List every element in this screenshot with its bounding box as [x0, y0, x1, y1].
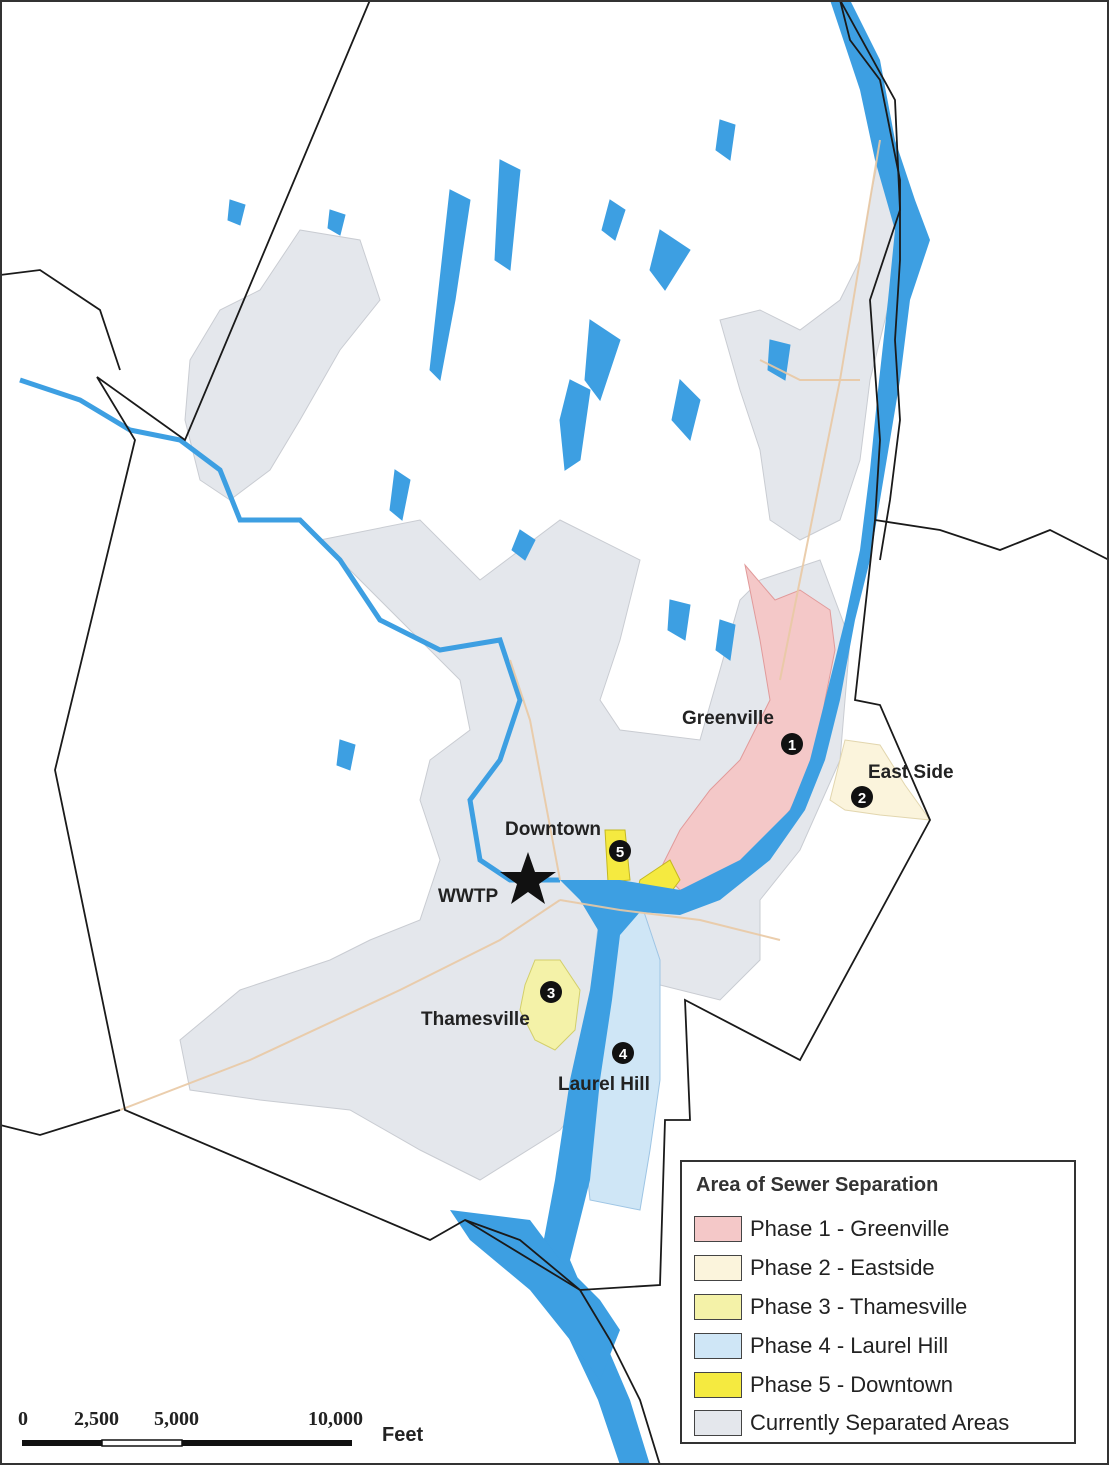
- lake-14: [227, 199, 246, 226]
- lake-3: [584, 319, 621, 402]
- road-4: [779, 139, 881, 681]
- label-thamesville: Thamesville: [421, 1009, 530, 1030]
- boundary-river-south: [464, 1219, 661, 1465]
- lake-9: [511, 529, 536, 561]
- lake-8: [767, 339, 791, 381]
- lake-1: [429, 189, 471, 382]
- phase-markers: 1 2 3 4 5: [540, 733, 873, 1064]
- legend-label-phase1: Phase 1 - Greenville: [750, 1216, 950, 1241]
- lake-12: [715, 619, 736, 661]
- water-bodies: [19, 0, 930, 1465]
- marker-1: 1: [781, 733, 803, 755]
- legend-label-phase2: Phase 2 - Eastside: [750, 1255, 935, 1280]
- legend-swatch-phase2: [694, 1255, 742, 1281]
- scale-unit: Feet: [382, 1424, 424, 1446]
- marker-2: 2: [851, 786, 873, 808]
- boundary-river: [839, 0, 901, 561]
- legend: Area of Sewer Separation Phase 1 - Green…: [680, 1160, 1076, 1444]
- phase3-area: [519, 959, 581, 1051]
- boundary-west: [0, 269, 121, 371]
- legend-item-phase4: Phase 4 - Laurel Hill: [694, 1331, 948, 1361]
- road-5: [759, 359, 860, 381]
- legend-label-phase3: Phase 3 - Thamesville: [750, 1294, 968, 1319]
- legend-title: Area of Sewer Separation: [696, 1174, 939, 1196]
- marker-4: 4: [612, 1042, 634, 1064]
- lake-5: [649, 229, 691, 291]
- label-wwtp: WWTP: [438, 886, 498, 907]
- lake-11: [667, 599, 691, 641]
- boundary-east: [874, 519, 1109, 561]
- svg-text:3: 3: [547, 985, 555, 1002]
- legend-swatch-phase1: [694, 1216, 742, 1242]
- road-1: [119, 899, 561, 1111]
- lake-15: [327, 209, 346, 236]
- label-laurel-hill: Laurel Hill: [558, 1074, 650, 1095]
- lake-2: [559, 379, 591, 471]
- legend-swatch-phase4: [694, 1333, 742, 1359]
- scale-tick-0: 0: [18, 1408, 28, 1430]
- lake-6: [494, 159, 521, 271]
- svg-text:5: 5: [616, 844, 624, 861]
- boundary-southwest: [0, 1109, 121, 1136]
- legend-item-phase3: Phase 3 - Thamesville: [694, 1292, 967, 1322]
- svg-text:1: 1: [788, 737, 796, 754]
- scale-tick-5000: 5,000: [154, 1408, 199, 1430]
- label-east-side: East Side: [868, 762, 954, 783]
- road-2: [559, 899, 781, 941]
- marker-5: 5: [609, 840, 631, 862]
- scale-tick-2500: 2,500: [74, 1408, 119, 1430]
- lake-7: [389, 469, 411, 521]
- legend-swatch-phase5: [694, 1372, 742, 1398]
- svg-text:2: 2: [858, 790, 866, 807]
- marker-3: 3: [540, 981, 562, 1003]
- legend-label-separated: Currently Separated Areas: [750, 1410, 1010, 1435]
- svg-text:4: 4: [619, 1046, 628, 1063]
- west-river: [19, 377, 560, 883]
- legend-swatch-phase3: [694, 1294, 742, 1320]
- legend-item-phase5: Phase 5 - Downtown: [694, 1370, 953, 1400]
- lake-10: [601, 199, 626, 241]
- road-3: [509, 659, 561, 881]
- legend-label-phase5: Phase 5 - Downtown: [750, 1372, 953, 1397]
- legend-item-phase1: Phase 1 - Greenville: [694, 1214, 949, 1244]
- lake-4: [671, 378, 701, 442]
- south-water: [450, 1210, 620, 1380]
- town-boundary: [54, 0, 932, 1291]
- lake-16: [715, 119, 736, 161]
- separated-area-north: [184, 229, 381, 501]
- wwtp-star-icon: [500, 852, 556, 904]
- label-downtown: Downtown: [505, 819, 601, 840]
- legend-item-phase2: Phase 2 - Eastside: [694, 1253, 935, 1283]
- legend-item-separated: Currently Separated Areas: [694, 1408, 1009, 1438]
- roads: [119, 139, 881, 1111]
- legend-label-phase4: Phase 4 - Laurel Hill: [750, 1333, 949, 1358]
- scale-tick-10000: 10,000: [308, 1408, 363, 1430]
- scale-bar-graphic: [22, 1439, 352, 1447]
- legend-swatch-separated: [694, 1410, 742, 1436]
- lake-13: [336, 739, 356, 771]
- label-greenville: Greenville: [682, 708, 774, 729]
- scale-bar: 0 2,500 5,000 10,000 Feet: [16, 1408, 456, 1458]
- place-labels: Greenville East Side Downtown WWTP Thame…: [421, 708, 954, 1095]
